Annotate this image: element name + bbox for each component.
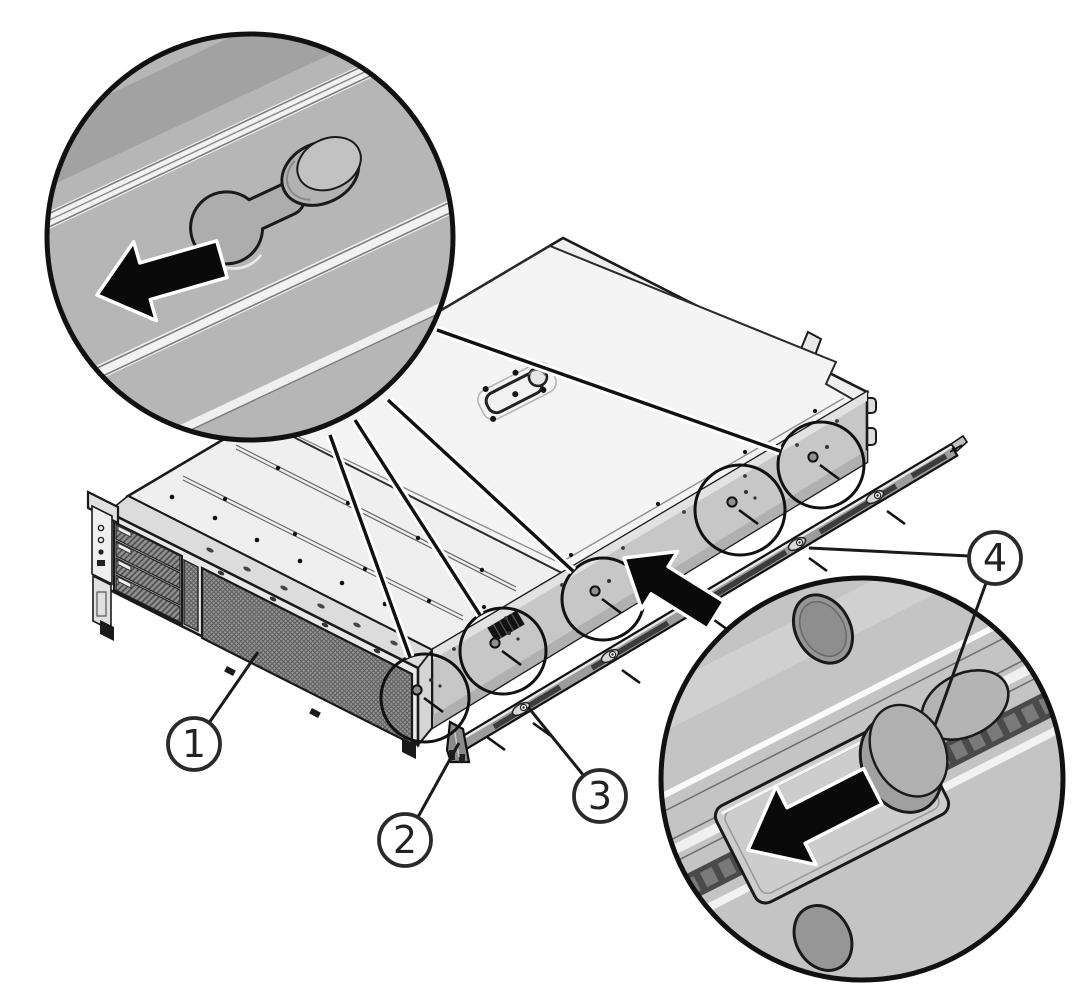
magnifier-reference-lines — [325, 325, 782, 659]
detail-reference-line — [436, 328, 781, 453]
callout-2: 2 — [377, 742, 461, 868]
drive-bay-4 — [115, 574, 181, 623]
rail-oval-hole — [792, 904, 854, 972]
side-panel-rivets — [452, 419, 839, 651]
callout-1-number: 1 — [182, 722, 206, 766]
side-panel-top-chamfer — [432, 392, 867, 660]
callout-3-number: 3 — [588, 774, 612, 818]
drive-latch — [117, 559, 132, 572]
detail-reference-line — [328, 434, 412, 658]
detail-circle-2 — [458, 606, 548, 696]
drive-bay-1 — [115, 523, 181, 572]
top-panel-seam-rivets — [222, 465, 485, 604]
drive-bays — [113, 520, 183, 626]
drive-latch — [117, 542, 132, 555]
slide-left-arrow-icon — [95, 239, 229, 323]
rail-lock-button — [858, 703, 949, 814]
callout-2-number: 2 — [393, 818, 417, 862]
locating-pin — [280, 136, 362, 207]
magnifier-content — [47, 34, 453, 440]
magnifier-border — [658, 575, 1066, 983]
callout-3-leader — [526, 706, 586, 777]
magnifier-keyhole-detail — [44, 31, 456, 443]
callout-4-leader-to-button — [933, 582, 988, 726]
callout-3-circle — [572, 768, 628, 824]
front-vent-ovals — [217, 570, 381, 654]
callout-4: 4 — [808, 530, 1023, 726]
callout-1: 1 — [166, 651, 260, 772]
callout-1-circle — [166, 716, 222, 772]
callout-3: 3 — [526, 706, 628, 824]
detail-circle-4 — [693, 463, 787, 557]
chassis-feet — [100, 620, 416, 759]
top-panel-seams — [182, 444, 517, 621]
drive-bay-2 — [115, 540, 181, 589]
power-button — [98, 549, 104, 555]
detail-circle-5 — [776, 420, 866, 510]
rail-oval-hole — [791, 593, 855, 665]
side-panel-vent — [487, 610, 525, 642]
rail-keyhole-slot — [511, 701, 531, 717]
detail-reference-line — [386, 398, 575, 573]
callout-2-circle — [377, 812, 433, 868]
rail-keyhole-slot — [787, 536, 807, 552]
rack-ear-left — [86, 490, 120, 632]
cover-latch — [477, 361, 557, 422]
ear-slot — [97, 560, 105, 566]
top-panel-screw-holes-side — [481, 408, 818, 610]
slide-left-arrow-icon — [746, 766, 884, 867]
insert-direction-arrow-icon — [622, 549, 726, 631]
callout-2-leader — [416, 742, 461, 818]
rail-tip-fork — [949, 434, 969, 453]
detail-circle-1 — [379, 652, 471, 744]
detail-reference-line — [353, 419, 482, 616]
magnifier-border — [44, 31, 456, 443]
chamfer-vent-slots — [206, 547, 398, 646]
drive-latch — [117, 576, 132, 589]
rail-keyhole-slot — [600, 648, 620, 664]
status-led — [97, 536, 105, 544]
drive-latch — [117, 525, 132, 538]
power-led — [97, 524, 105, 532]
callout-4-number: 4 — [983, 536, 1007, 580]
front-vent-strip — [183, 558, 199, 633]
callouts: 1 2 3 4 — [166, 530, 1023, 868]
rail-keyhole-slot — [865, 489, 885, 505]
callout-4-leader-to-rail — [808, 546, 970, 558]
callout-1-leader — [207, 651, 260, 724]
callout-4-circle — [967, 530, 1023, 586]
drive-bay-3 — [115, 557, 181, 606]
